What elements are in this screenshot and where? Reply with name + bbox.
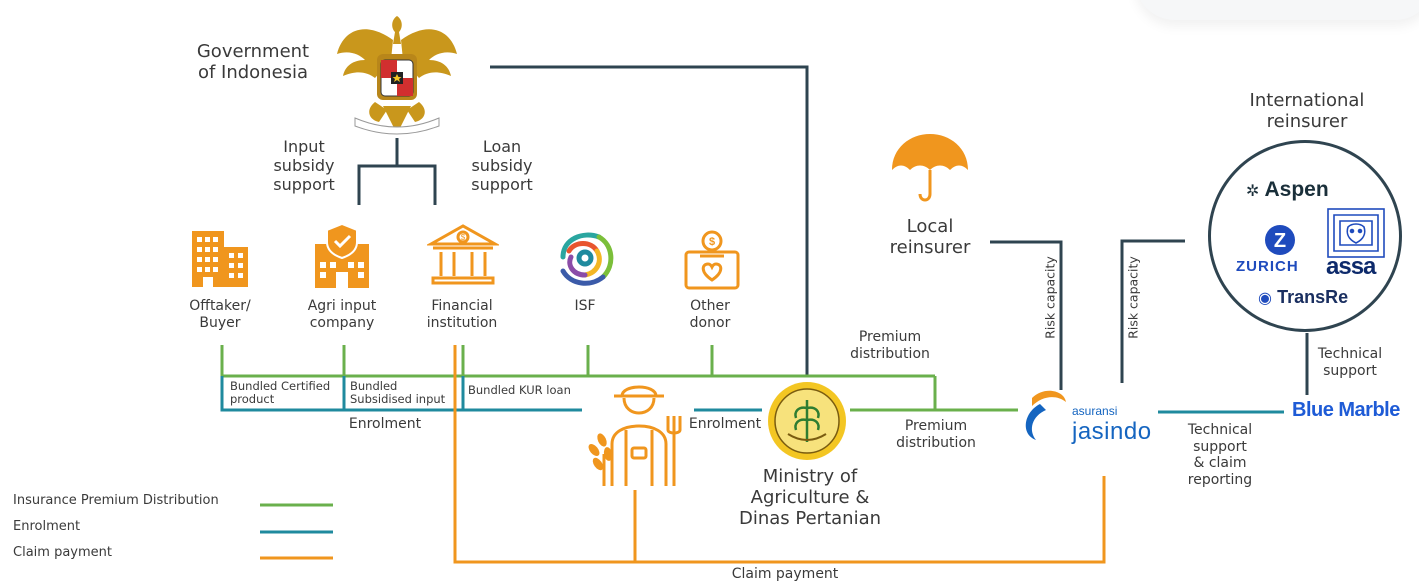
zurich-logo-icon: Z [1265,225,1295,255]
jasindo-small-text: asuransi [1072,404,1118,418]
local-reinsurer-risk-line [990,240,1063,390]
isf-logo-icon [560,232,614,286]
transre-logo: ◉ TransRe [1258,287,1348,308]
donor-box-icon: $ [684,230,740,290]
isf-label: ISF [574,298,596,314]
intl-reinsurer-circle [1208,140,1402,332]
input-subsidy-label: Input subsidy support [273,137,335,194]
enrolment-farmer-label: Enrolment [688,416,762,432]
aspen-leaf-icon: ✲ [1246,181,1260,200]
ministry-label: Ministry of Agriculture & Dinas Pertania… [738,466,882,530]
transre-globe-icon: ◉ [1258,288,1272,307]
loan-subsidy-label: Loan subsidy support [471,137,533,194]
intl-reinsurer-risk-line [1120,239,1185,383]
farmer-icon [588,385,682,486]
premium-top-label: Premium distribution [850,329,930,362]
bundled-kur-label: Bundled KUR loan [468,383,571,397]
risk-capacity-2-label: Risk capacity [1125,256,1141,339]
tech-claim-label: Technical support & claim reporting [1187,422,1253,488]
transre-text: TransRe [1277,287,1349,307]
svg-text:Z: Z [1274,230,1286,252]
financial-label: Financial institution [426,298,498,331]
offtaker-building-icon [192,231,248,287]
other-donor-label: Other donor [689,298,731,331]
legend-claim-label: Claim payment [13,545,112,560]
jasindo-big-text: jasindo [1072,418,1152,445]
bundled-subsidised-label: Bundled Subsidised input [350,379,446,406]
zurich-text: ZURICH [1236,258,1299,275]
premium-mid-label: Premium distribution [896,418,976,451]
local-reinsurer-label: Local reinsurer [889,216,971,259]
bundled-certified-label: Bundled Certified product [230,379,331,406]
svg-text:$: $ [461,233,466,242]
garuda-emblem-icon [337,16,457,135]
claim-payment-bottom-label: Claim payment [731,566,839,582]
corner-shadow [1135,0,1419,20]
financial-institution-icon: $ [427,224,499,285]
umbrella-icon [892,134,968,202]
orange-claim-loop [453,345,1106,564]
jasindo-logo-icon [1025,390,1066,440]
offtaker-label: Offtaker/ Buyer [189,298,251,331]
aspen-text: Aspen [1264,178,1329,201]
blue-marble-logo: Blue Marble [1292,399,1400,421]
assa-lion-icon [1327,208,1385,258]
agri-input-label: Agri input company [307,298,377,331]
ministry-emblem-icon [768,382,846,460]
risk-capacity-1-label: Risk capacity [1042,256,1058,339]
legend-enrolment-label: Enrolment [13,519,81,534]
legend-premium-label: Insurance Premium Distribution [13,493,219,508]
government-label: Government of Indonesia [196,41,310,84]
svg-text:$: $ [709,236,715,248]
subsidy-bracket-line [357,164,437,205]
intl-reinsurer-label: International reinsurer [1249,90,1365,133]
assa-text: assa [1326,253,1376,280]
agri-input-company-icon [315,222,369,288]
enrolment-left-label: Enrolment [348,416,422,432]
aspen-logo: ✲ Aspen [1246,178,1329,202]
gov-to-ministry-line [490,65,809,376]
technical-support-label: Technical support [1317,346,1383,379]
